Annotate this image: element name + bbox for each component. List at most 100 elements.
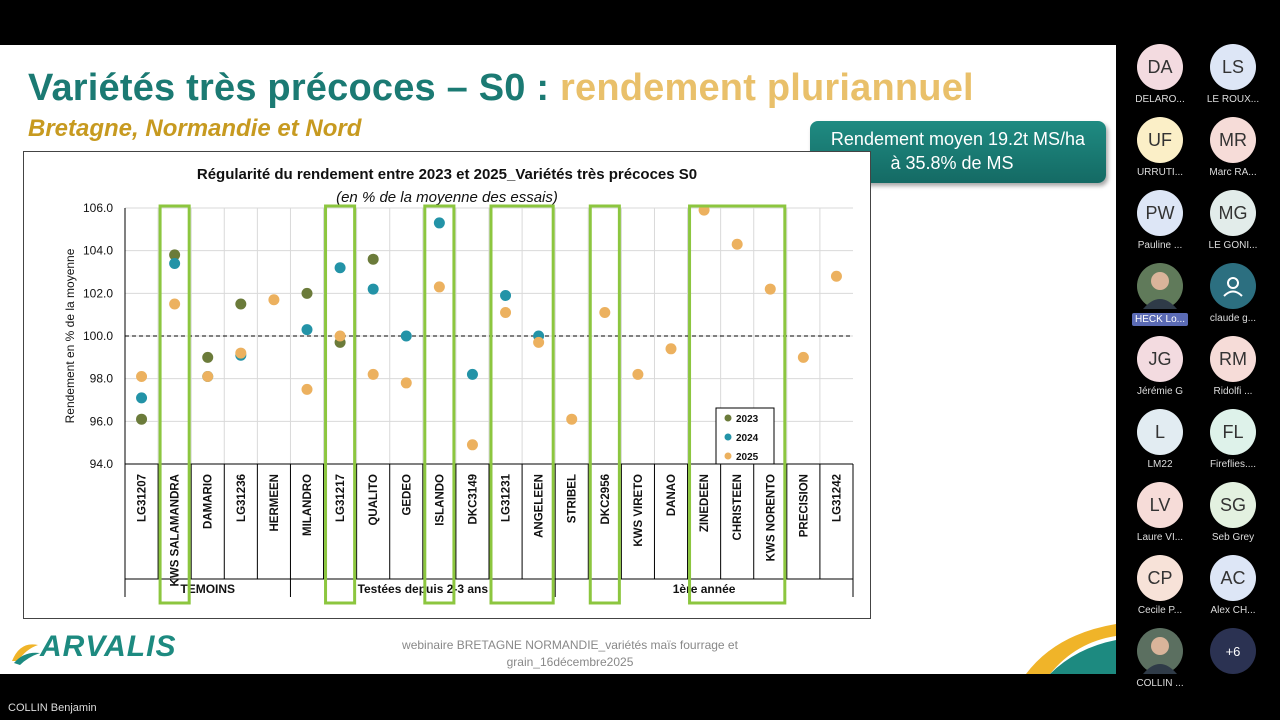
person-icon — [1223, 277, 1243, 297]
participant-avatar: L — [1137, 409, 1183, 455]
participant-tile[interactable]: CP Cecile P... — [1120, 555, 1200, 616]
participant-name: LE GONI... — [1208, 240, 1258, 251]
participant-tile[interactable]: MG LE GONI... — [1193, 190, 1273, 251]
x-tick-label: MILANDRO — [302, 474, 314, 536]
participant-name: HECK Lo... — [1131, 313, 1189, 326]
legend-marker-2025 — [724, 452, 732, 460]
leaf-logo-icon — [12, 644, 40, 665]
highlight-box — [688, 204, 787, 605]
x-tick-label: ISLANDO — [434, 474, 446, 526]
footer-line-1: webinaire BRETAGNE NORMANDIE_variétés ma… — [402, 638, 738, 652]
group-label: TEMOINS — [180, 582, 235, 596]
participant-tile[interactable]: L LM22 — [1120, 409, 1200, 470]
participant-tile[interactable]: HECK Lo... — [1120, 263, 1200, 331]
participant-name: Seb Grey — [1211, 532, 1255, 543]
data-point-2025 — [466, 439, 478, 451]
data-point-2025 — [731, 238, 743, 250]
data-point-2025 — [797, 351, 809, 363]
corner-decoration-icon — [1026, 624, 1116, 674]
participant-photo-avatar — [1137, 628, 1183, 674]
x-tick-label: PRECISION — [798, 474, 810, 537]
chart-frame: Régularité du rendement entre 2023 et 20… — [23, 151, 871, 619]
y-tick-label: 102.0 — [83, 286, 113, 300]
participant-tile[interactable]: COLLIN ... — [1120, 628, 1200, 689]
participant-name: Pauline ... — [1137, 240, 1183, 251]
x-tick-label: QUALITO — [368, 474, 380, 526]
highlight-box — [489, 204, 555, 605]
y-tick-label: 96.0 — [90, 414, 114, 428]
legend-label: 2024 — [736, 433, 759, 444]
data-point-2025 — [136, 371, 148, 383]
data-point-2024 — [367, 283, 379, 295]
legend-marker-2024 — [724, 433, 732, 441]
x-tick-label: CHRISTEEN — [732, 474, 744, 540]
group-label: Testées depuis 2-3 ans — [358, 582, 489, 596]
data-point-2025 — [268, 294, 280, 306]
x-tick-label: KWS VIRETO — [633, 474, 645, 547]
participant-name: COLLIN ... — [1136, 678, 1184, 689]
data-point-2024 — [169, 257, 181, 269]
more-participants-count: +6 — [1210, 628, 1256, 674]
data-point-2024 — [500, 289, 512, 301]
data-point-2023 — [235, 298, 247, 310]
participant-tile[interactable]: SG Seb Grey — [1193, 482, 1273, 543]
data-point-2025 — [599, 307, 611, 319]
data-point-2025 — [533, 336, 545, 348]
person-photo-icon — [1143, 637, 1177, 674]
y-tick-label: 100.0 — [83, 329, 113, 343]
participant-name: Marc RA... — [1209, 167, 1257, 178]
participant-name: Cecile P... — [1137, 605, 1183, 616]
participant-avatar: AC — [1210, 555, 1256, 601]
data-point-2025 — [500, 307, 512, 319]
participant-photo-avatar — [1137, 263, 1183, 309]
person-photo-icon — [1143, 272, 1177, 309]
callout-line-1: Rendement moyen 19.2t MS/ha — [830, 129, 1086, 149]
title-part-2: rendement pluriannuel — [560, 67, 974, 109]
participant-tile[interactable]: claude g... — [1193, 263, 1273, 324]
legend-label: 2023 — [736, 414, 759, 425]
x-tick-label: DKC2956 — [600, 474, 612, 525]
y-tick-label: 106.0 — [83, 201, 113, 215]
footer-line-2: grain_16décembre2025 — [506, 655, 634, 669]
logo-text: ARVALIS — [40, 630, 177, 663]
data-point-2024 — [301, 324, 313, 336]
data-point-2025 — [433, 281, 445, 293]
participant-photo-avatar — [1210, 263, 1256, 309]
participant-avatar: MG — [1210, 190, 1256, 236]
participant-name: Ridolfi ... — [1213, 386, 1253, 397]
y-axis-label: Rendement en % de la moyenne — [63, 248, 77, 423]
data-point-2024 — [433, 217, 445, 229]
y-tick-label: 94.0 — [90, 457, 114, 471]
participant-tile[interactable]: PW Pauline ... — [1120, 190, 1200, 251]
participant-name: LE ROUX... — [1206, 94, 1260, 105]
data-point-2025 — [235, 347, 247, 359]
speaker-name-label: COLLIN Benjamin — [8, 702, 97, 714]
x-tick-label: LG31242 — [831, 474, 843, 522]
y-tick-label: 98.0 — [90, 372, 114, 386]
data-point-2024 — [466, 368, 478, 380]
more-participants-button[interactable]: +6 — [1193, 628, 1273, 674]
participant-avatar: SG — [1210, 482, 1256, 528]
chart-subtitle: (en % de la moyenne des essais) — [336, 189, 558, 206]
x-tick-label: HERMEEN — [269, 474, 281, 532]
participant-name: LM22 — [1147, 459, 1173, 470]
legend-marker-2023 — [724, 414, 732, 422]
data-point-2025 — [566, 413, 578, 425]
data-point-2025 — [367, 368, 379, 380]
participant-avatar: LV — [1137, 482, 1183, 528]
data-point-2025 — [301, 383, 313, 395]
participant-avatar: CP — [1137, 555, 1183, 601]
highlight-box — [158, 204, 191, 605]
title-part-1: Variétés très précoces – S0 : — [28, 67, 560, 109]
x-tick-label: GEDEO — [401, 474, 413, 516]
participant-avatar: PW — [1137, 190, 1183, 236]
